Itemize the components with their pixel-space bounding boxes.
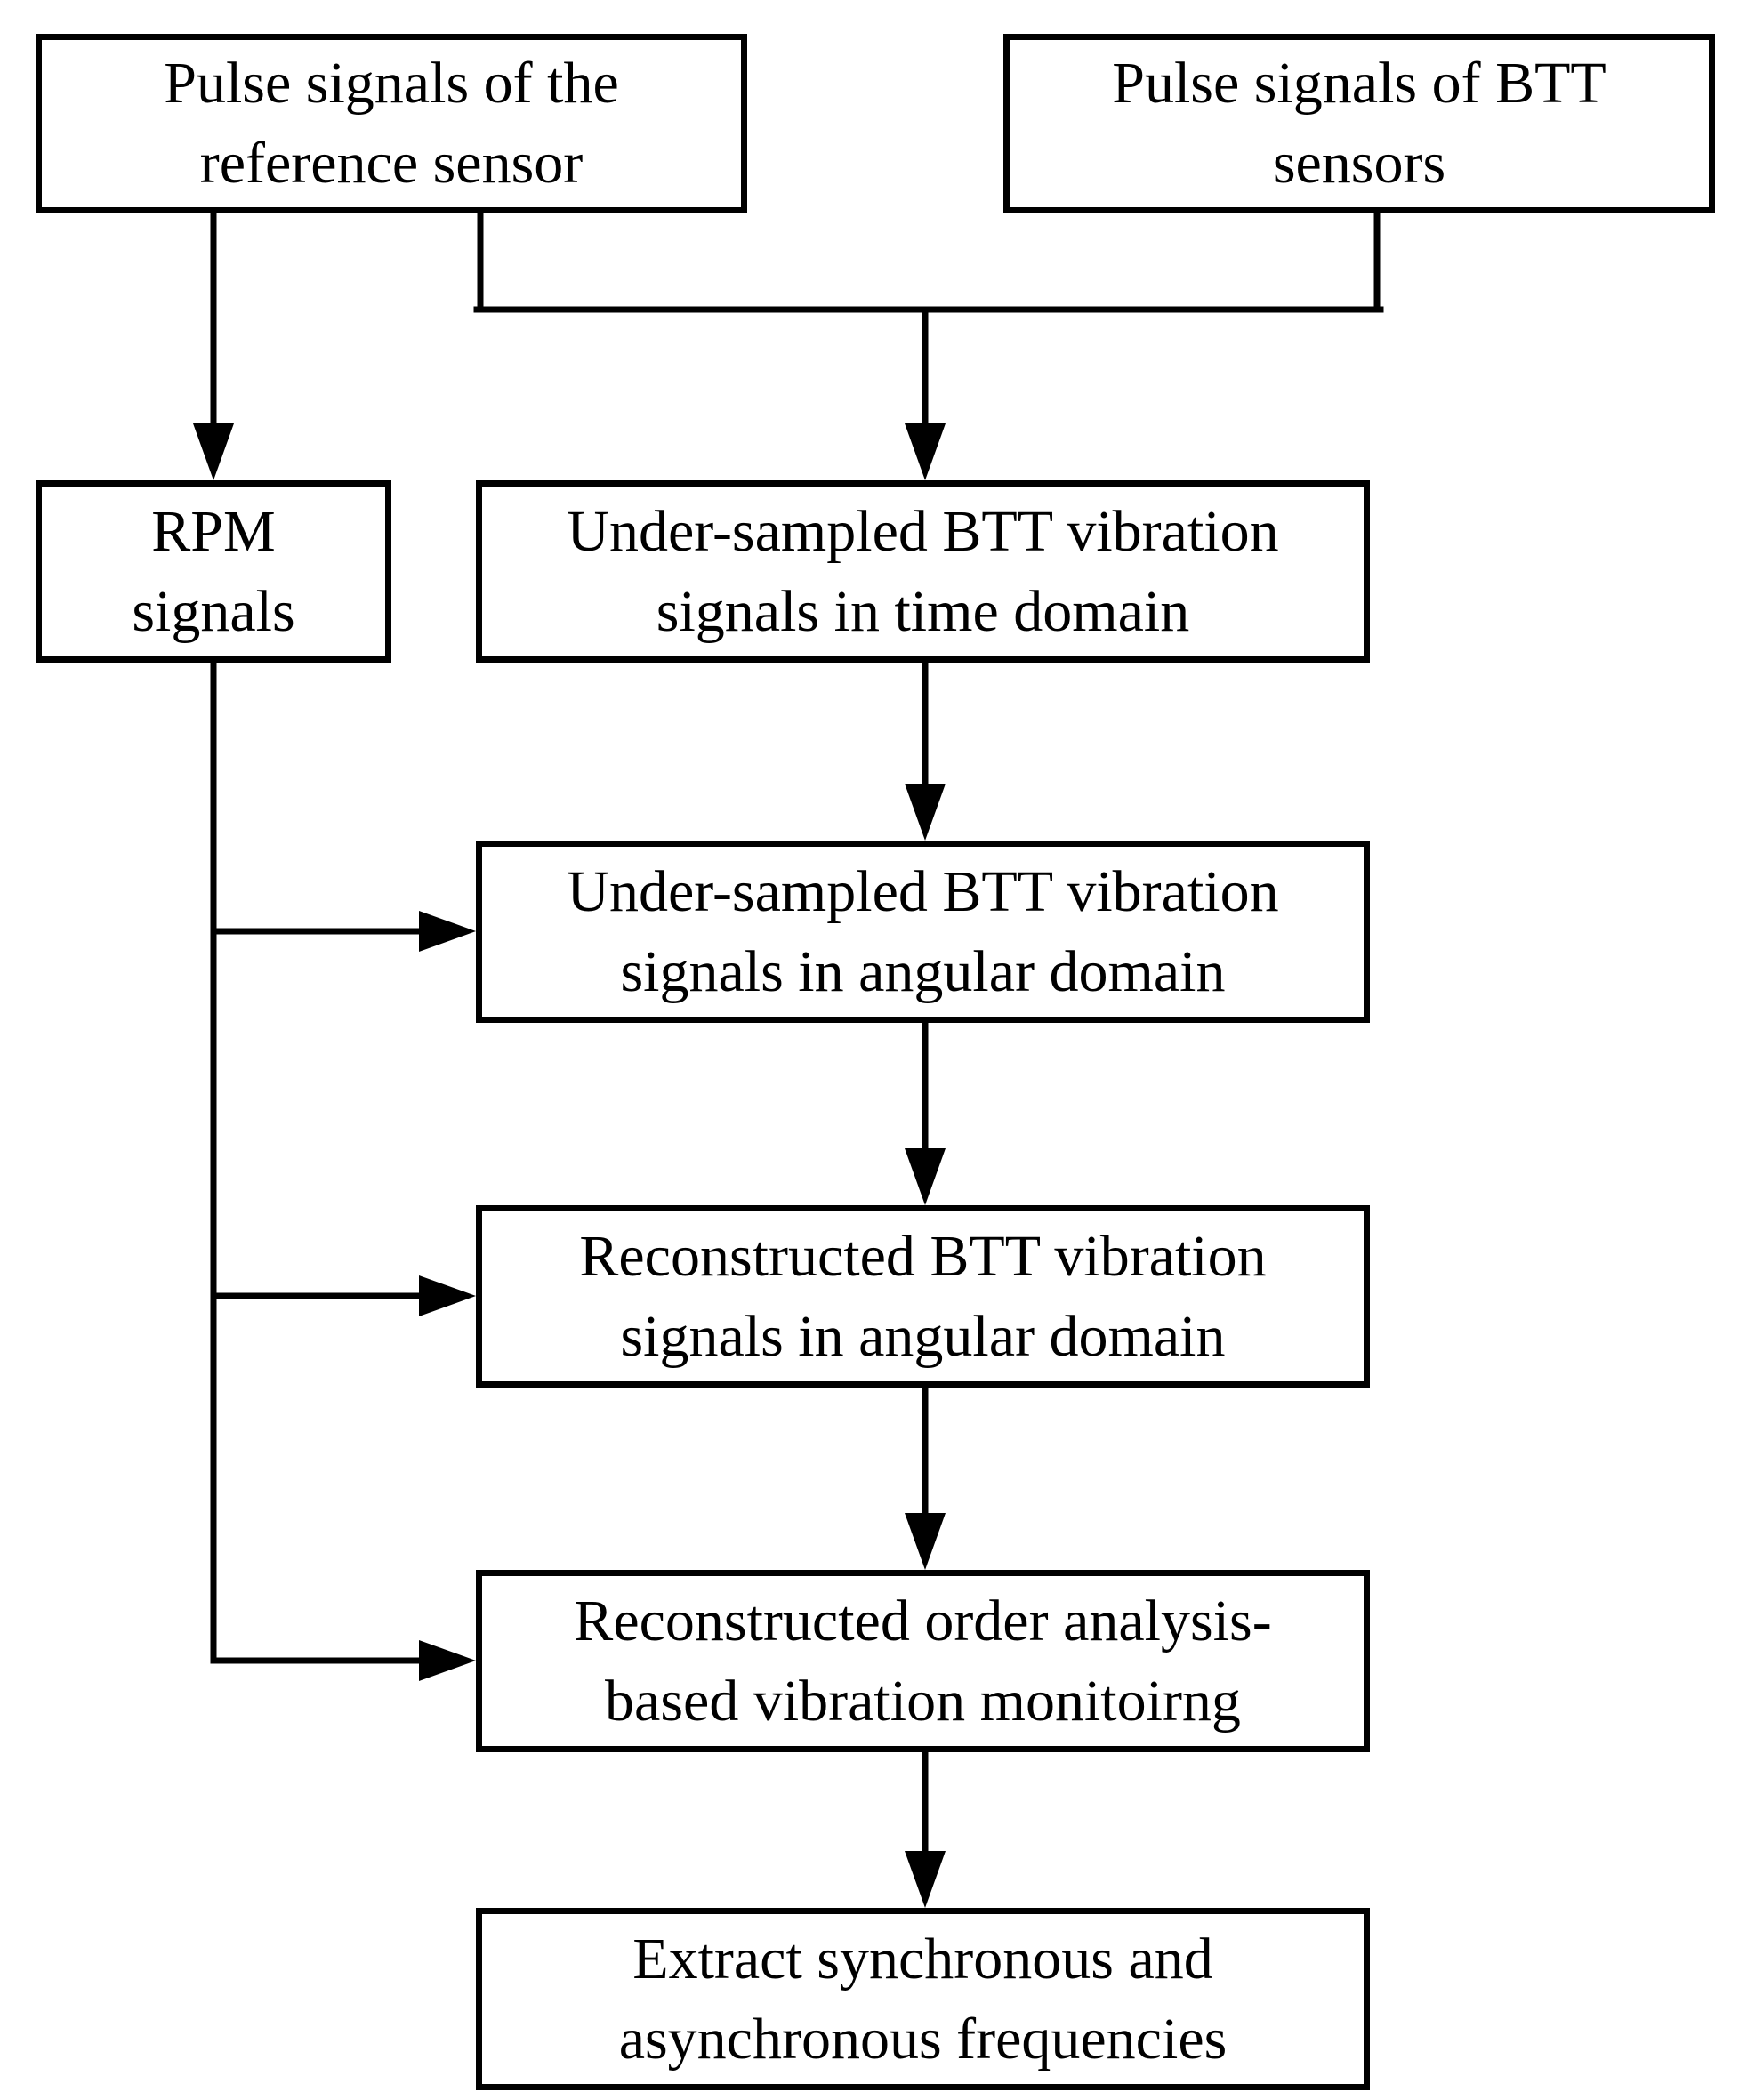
node-extract-frequencies: Extract synchronous and asynchronous fre… (476, 1908, 1370, 2090)
arrowhead-down-angular-icon (905, 784, 946, 841)
arrowhead-right-angular-icon (419, 911, 476, 952)
node-label-line: based vibration monitoirng (605, 1668, 1241, 1734)
arrowhead-down-extract-icon (905, 1851, 946, 1908)
node-pulse-signals-reference-sensor: Pulse signals of the reference sensor (36, 34, 747, 213)
node-label-line: signals in angular domain (620, 1303, 1226, 1369)
arrowhead-right-reconstructed-icon (419, 1275, 476, 1316)
node-rpm-signals: RPM signals (36, 480, 391, 663)
node-pulse-signals-btt-sensors: Pulse signals of BTT sensors (1003, 34, 1715, 213)
node-undersampled-time-domain: Under-sampled BTT vibration signals in t… (476, 480, 1370, 663)
node-reconstructed-angular-domain: Reconstructed BTT vibration signals in a… (476, 1205, 1370, 1388)
node-label-line: asynchronous frequencies (618, 2006, 1228, 2072)
node-label-line: reference sensor (199, 131, 584, 196)
node-order-analysis-monitoring: Reconstructed order analysis- based vibr… (476, 1570, 1370, 1752)
arrowhead-down-reconstructed-icon (905, 1148, 946, 1205)
arrowhead-right-order-icon (419, 1640, 476, 1681)
node-label-line: Reconstructed BTT vibration (579, 1223, 1267, 1289)
node-label-line: Pulse signals of the (164, 51, 619, 116)
node-label-line: Under-sampled BTT vibration (567, 858, 1279, 924)
node-undersampled-angular-domain: Under-sampled BTT vibration signals in a… (476, 841, 1370, 1023)
arrowhead-down-time-domain-icon (905, 423, 946, 480)
node-label-line: Reconstructed order analysis- (574, 1588, 1272, 1653)
arrowhead-down-order-icon (905, 1513, 946, 1570)
arrowhead-down-rpm-icon (193, 423, 234, 480)
node-label-line: RPM (151, 498, 276, 564)
node-label-line: sensors (1272, 131, 1446, 196)
node-label-line: Under-sampled BTT vibration (567, 498, 1279, 564)
node-label-line: signals (132, 578, 295, 644)
node-label-line: signals in angular domain (620, 938, 1226, 1004)
node-label-line: signals in time domain (656, 578, 1190, 644)
node-label-line: Pulse signals of BTT (1112, 51, 1606, 116)
node-label-line: Extract synchronous and (632, 1926, 1213, 1991)
